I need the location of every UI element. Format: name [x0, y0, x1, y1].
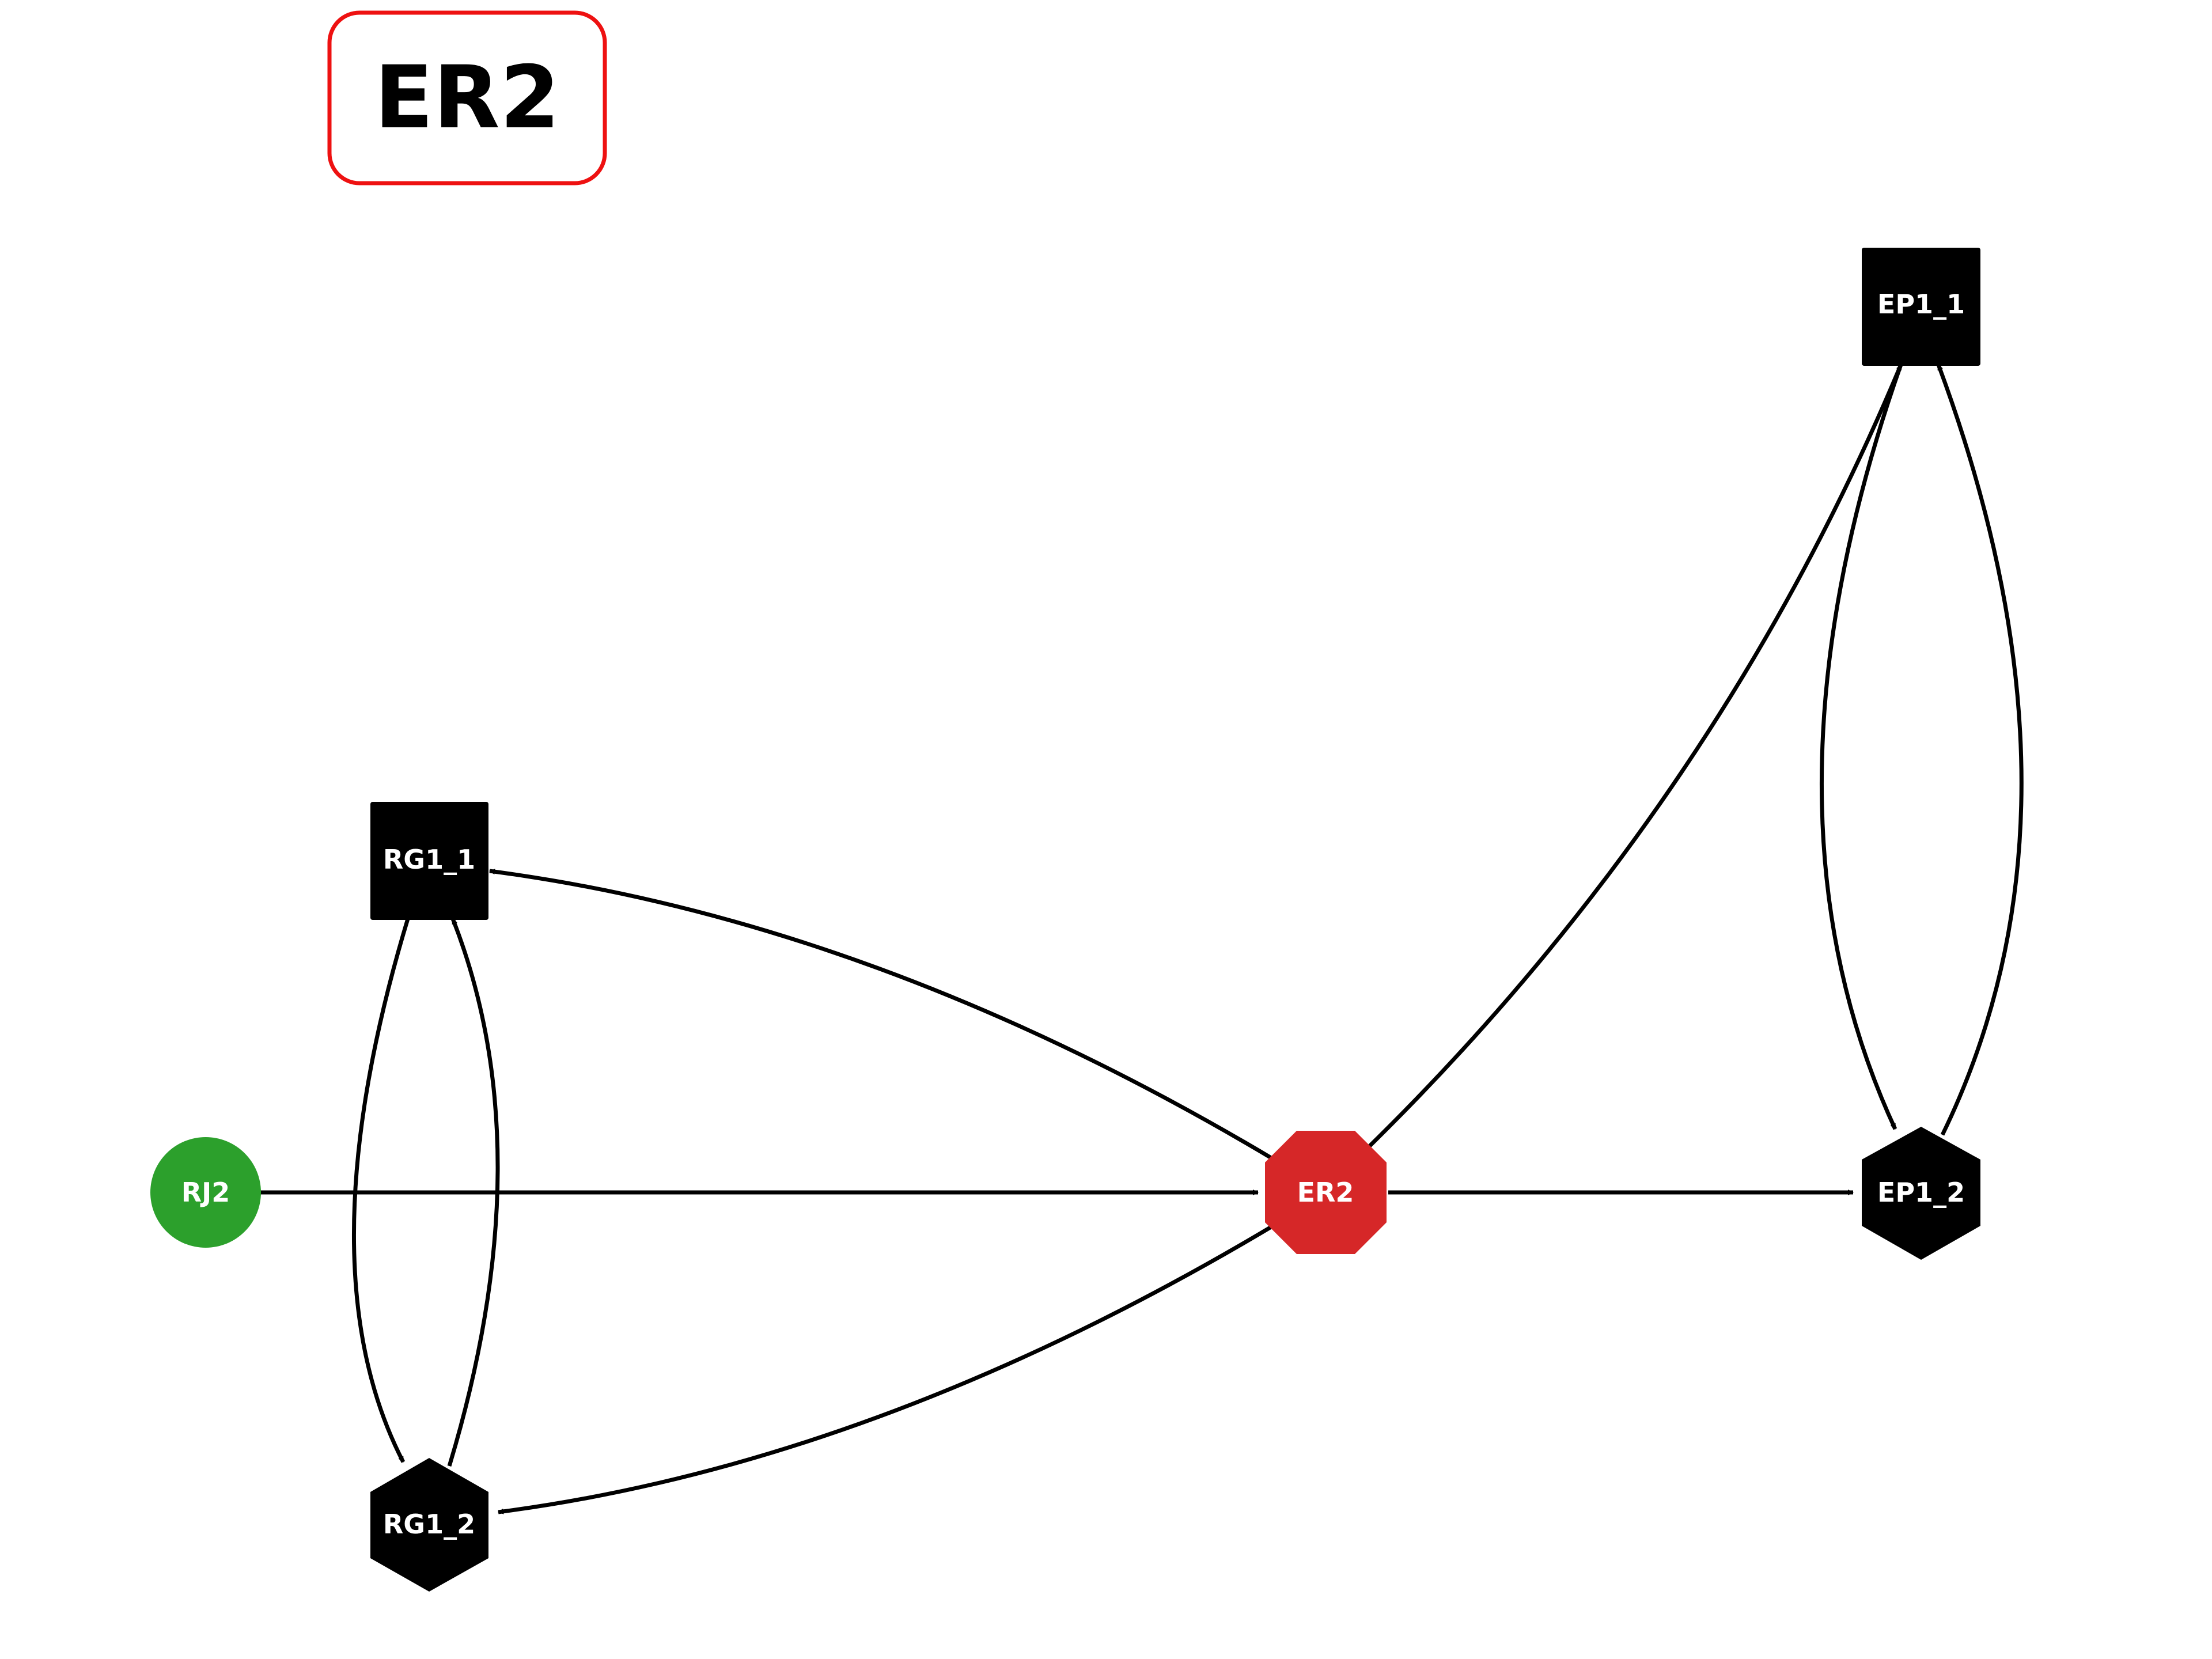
edge-er2-rg1-2 — [498, 1224, 1274, 1514]
node-ep1-1[interactable]: EP1_1 — [1862, 248, 1980, 366]
edge-rg1-2-rg1-1 — [447, 918, 500, 1467]
node-ep1-1-shape — [1862, 248, 1980, 366]
node-er2-shape — [1265, 1131, 1387, 1254]
node-ep1-2[interactable]: EP1_2 — [1862, 1127, 1980, 1260]
title-box: ER2 — [327, 10, 607, 185]
edge-er2-rg1-1 — [489, 869, 1274, 1161]
node-ep1-1-label: EP1_1 — [1877, 289, 1965, 320]
node-rj2-label: RJ2 — [181, 1177, 230, 1208]
node-ep1-2-shape — [1862, 1127, 1980, 1260]
node-rg1-2-shape — [370, 1458, 488, 1592]
edge-ep1-2-ep1-1 — [1936, 363, 2024, 1136]
node-er2[interactable]: ER2 — [1265, 1131, 1387, 1254]
node-rg1-1-shape — [370, 802, 488, 920]
edge-ep1-1-ep1-2 — [1820, 363, 1903, 1130]
node-rj2[interactable]: RJ2 — [150, 1137, 261, 1248]
node-rg1-2[interactable]: RG1_2 — [370, 1458, 488, 1592]
edge-rg1-1-rg1-2 — [352, 918, 410, 1463]
node-ep1-2-label: EP1_2 — [1877, 1177, 1965, 1208]
node-rg1-1[interactable]: RG1_1 — [370, 802, 488, 920]
title-box-border — [327, 10, 607, 185]
edges — [259, 363, 2024, 1514]
node-rg1-2-label: RG1_2 — [383, 1509, 475, 1540]
node-rg1-1-label: RG1_1 — [383, 844, 475, 875]
node-er2-label: ER2 — [1297, 1177, 1354, 1208]
node-rj2-shape — [150, 1137, 261, 1248]
edge-er2-ep1-1 — [1365, 363, 1903, 1151]
diagram-title: ER2 — [374, 48, 560, 148]
